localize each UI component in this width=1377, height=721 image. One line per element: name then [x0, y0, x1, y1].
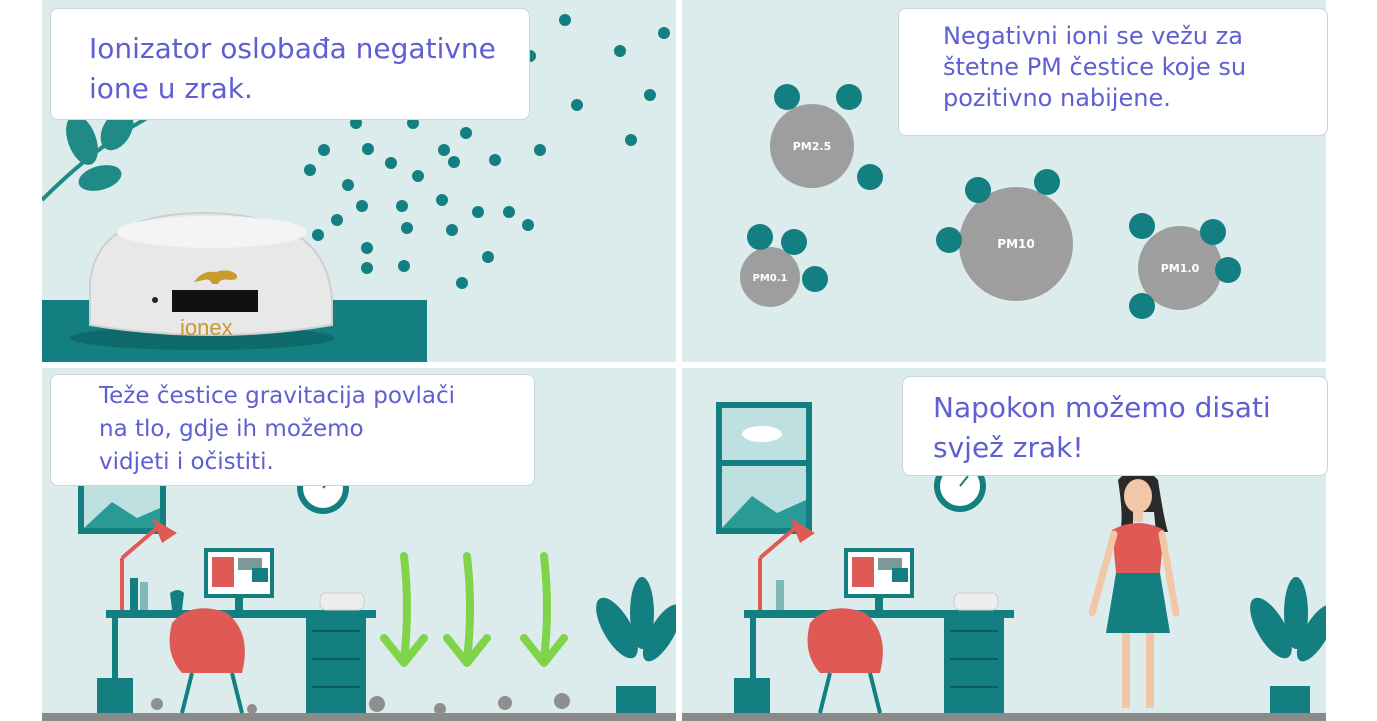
office-scene-dirty [42, 462, 676, 721]
desk [744, 610, 1014, 713]
monitor [844, 548, 914, 610]
office-scene-clean [682, 402, 1326, 721]
chair [807, 608, 883, 714]
window [716, 402, 812, 534]
negative-ions [304, 14, 670, 289]
caption-ions-bind: Negativni ioni se vežu za štetne PM čest… [898, 8, 1328, 136]
desk-lamp [758, 518, 815, 610]
woman-figure [1088, 469, 1180, 708]
pm-particles-scene: PM2.5 PM10 PM0.1 PM1.0 [740, 84, 1241, 319]
censor-bar [172, 290, 258, 312]
tiger-logo-icon [194, 270, 238, 284]
pm10b-particle: PM1.0 [1129, 213, 1241, 319]
desk-lamp [120, 518, 177, 610]
pm25-particle: PM2.5 [770, 84, 883, 190]
pm10b-label: PM1.0 [1161, 262, 1200, 275]
chair [169, 608, 245, 714]
pm01-label: PM0.1 [753, 273, 788, 284]
pm25-label: PM2.5 [793, 140, 832, 153]
caption-fresh-air: Napokon možemo disati svjež zrak! [902, 376, 1328, 476]
fallen-dust [151, 693, 570, 715]
monitor [204, 548, 274, 610]
plant-icon [596, 577, 676, 713]
caption-gravity: Teže čestice gravitacija povlači na tlo,… [50, 374, 535, 486]
gravity-arrows [380, 552, 568, 667]
picture-frame [78, 478, 166, 534]
plant-icon [1250, 577, 1326, 713]
pm10-particle: PM10 [936, 169, 1073, 301]
ionizer-scene [42, 14, 670, 362]
ionizer-device [70, 211, 334, 350]
pm10-label: PM10 [997, 237, 1034, 251]
caption-ionizer-release: Ionizator oslobađa negativne ione u zrak… [50, 8, 530, 120]
desk [106, 610, 376, 713]
device-brand: ionex [180, 315, 233, 340]
pm01-particle: PM0.1 [740, 224, 828, 307]
